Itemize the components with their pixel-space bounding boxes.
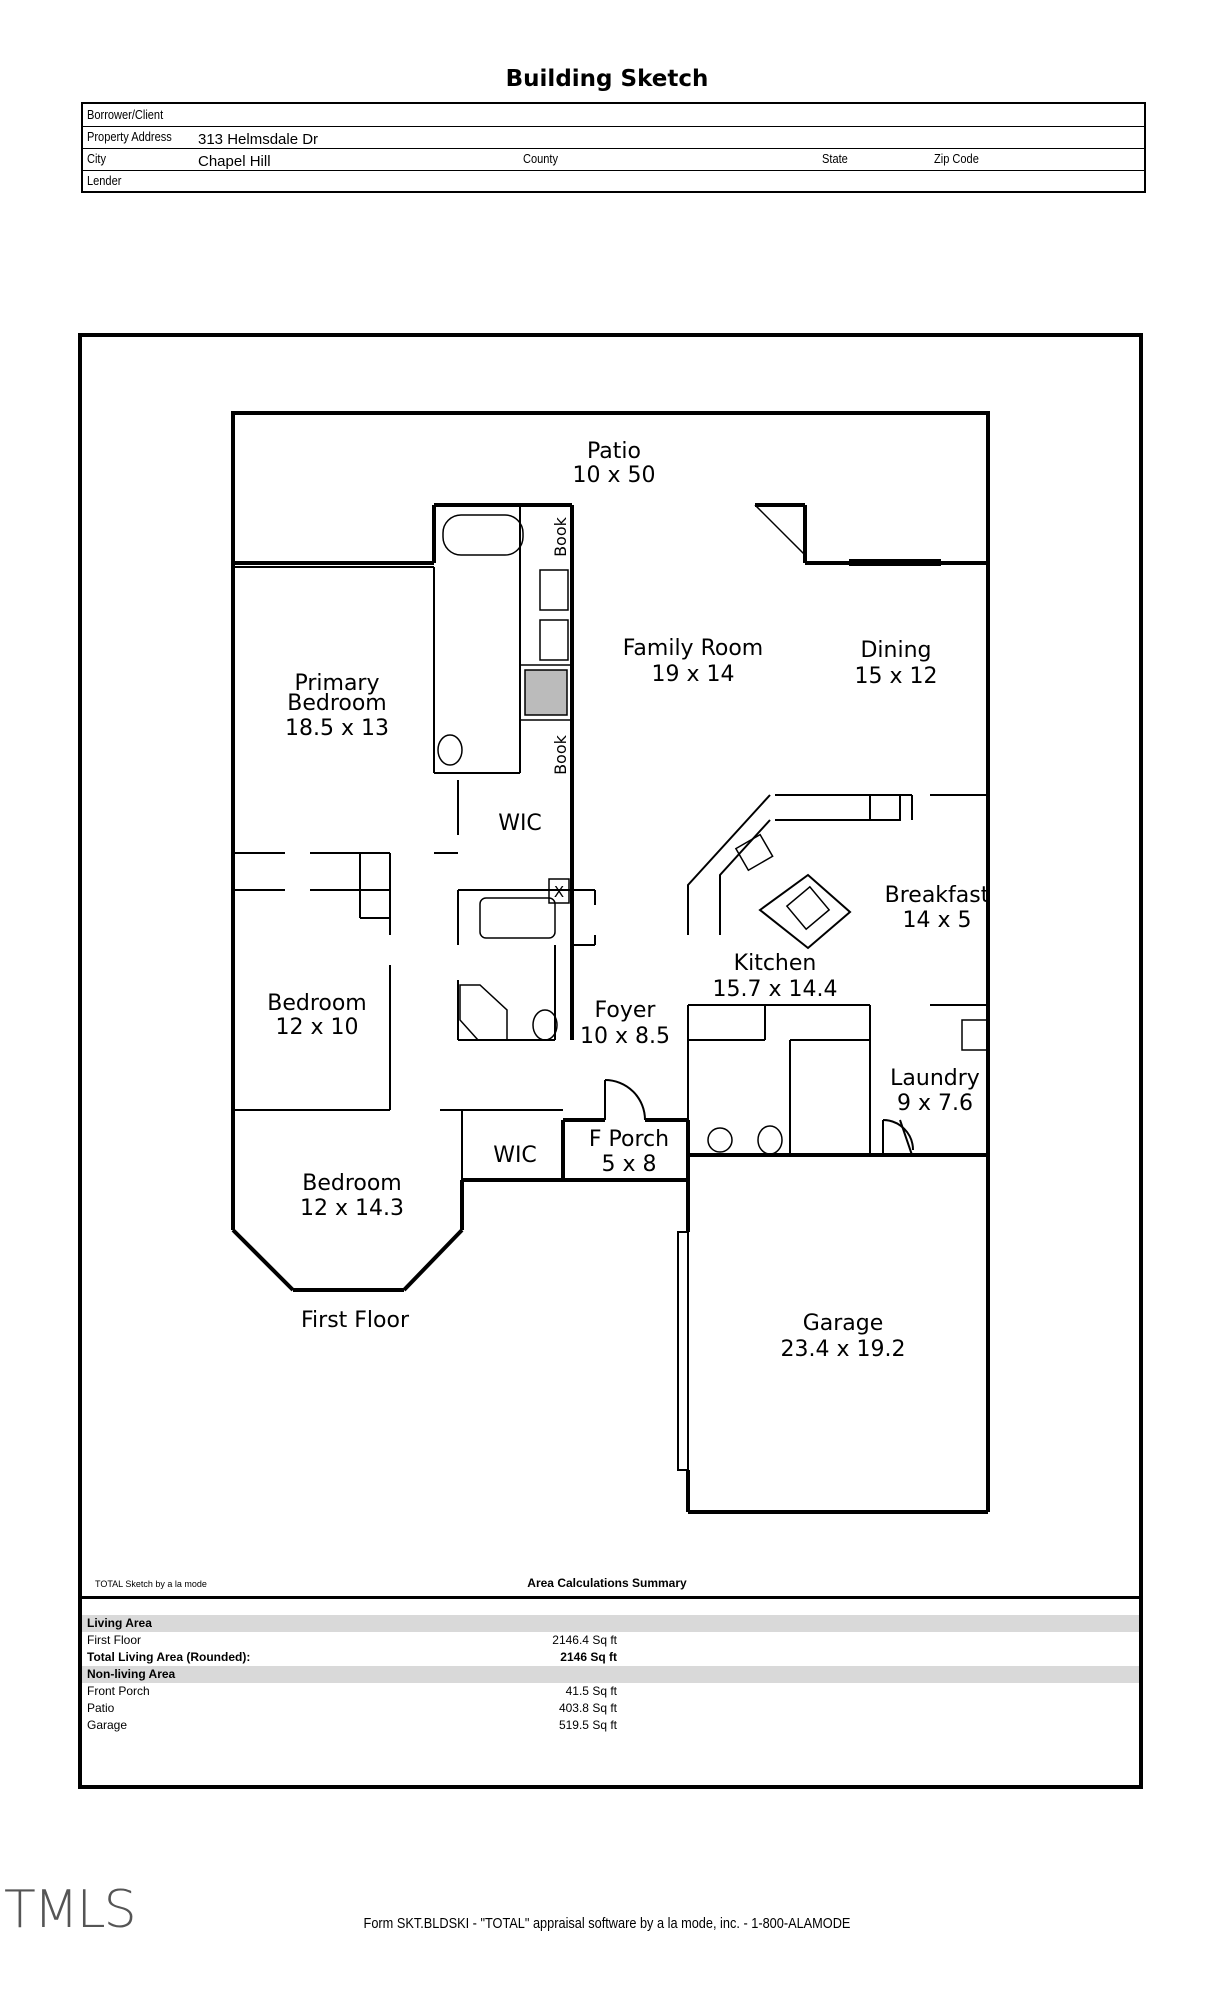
x-label: X (554, 883, 564, 901)
toilet-icon (532, 1009, 558, 1041)
patio-area-label: Patio (87, 1701, 115, 1715)
breakfast-dims: 14 x 5 (903, 908, 972, 933)
garage-row: Garage 519.5 Sq ft (87, 1717, 617, 1734)
sink-icon (459, 984, 508, 1041)
first-floor-label: First Floor (87, 1633, 141, 1647)
laundry-label: Laundry (890, 1066, 980, 1091)
bedroom-label: Bedroom (267, 991, 367, 1016)
bedroom-label: Bedroom (302, 1171, 402, 1196)
foyer-label: Foyer (595, 998, 657, 1023)
address-label: Property Address (87, 129, 172, 144)
primary-bedroom-label-2: Bedroom (287, 691, 387, 716)
patio-label: Patio (587, 439, 641, 464)
sink-icon (707, 1127, 733, 1153)
tub-icon (442, 514, 524, 556)
property-info-table: Borrower/Client Property Address 313 Hel… (81, 102, 1146, 193)
cooktop-icon (785, 885, 831, 931)
garage-dims: 23.4 x 19.2 (781, 1337, 906, 1362)
borrower-row: Borrower/Client (83, 104, 1144, 127)
sink-icon (539, 569, 569, 611)
summary-title: Area Calculations Summary (527, 1576, 687, 1590)
living-area-band (82, 1615, 1139, 1632)
kitchen-sink-icon (734, 833, 774, 872)
patio-row: Patio 403.8 Sq ft (87, 1700, 617, 1717)
floor-label: First Floor (301, 1308, 410, 1333)
garage-label: Garage (803, 1311, 884, 1336)
dining-label: Dining (860, 638, 931, 663)
city-label: City (87, 151, 107, 166)
nonliving-area-label: Non-living Area (87, 1667, 176, 1681)
x-marker (548, 878, 570, 904)
borrower-label: Borrower/Client (87, 107, 164, 122)
laundry-dims: 9 x 7.6 (897, 1091, 973, 1116)
garage-area-label: Garage (87, 1718, 128, 1732)
patio-area-value: 403.8 Sq ft (558, 1701, 617, 1715)
summary-divider (82, 1596, 1139, 1599)
family-room-dims: 19 x 14 (652, 662, 735, 687)
county-label: County (523, 151, 559, 166)
lender-label: Lender (87, 173, 122, 188)
primary-bedroom-label-1: Primary (294, 671, 379, 696)
toilet-icon (757, 1125, 783, 1155)
washer-icon (961, 1019, 989, 1051)
sketch-credit: TOTAL Sketch by a la mode (95, 1579, 207, 1589)
front-porch-row: Front Porch 41.5 Sq ft (87, 1683, 617, 1700)
nonliving-area-header: Non-living Area (87, 1666, 617, 1683)
total-living-value: 2146 Sq ft (560, 1650, 617, 1664)
sketch-frame (78, 333, 1143, 1789)
shower-icon (519, 664, 573, 721)
wic-label: WIC (498, 811, 542, 836)
living-area-label: Living Area (87, 1616, 152, 1630)
family-room-label: Family Room (623, 636, 763, 661)
porch-dims: 5 x 8 (602, 1152, 657, 1177)
primary-bedroom-dims: 18.5 x 13 (285, 716, 389, 741)
total-living-label: Total Living Area (Rounded): (87, 1650, 251, 1664)
first-floor-value: 2146.4 Sq ft (552, 1633, 617, 1647)
kitchen-label: Kitchen (734, 951, 817, 976)
toilet-icon (437, 734, 463, 766)
state-label: State (822, 151, 848, 166)
wic-label: WIC (493, 1143, 537, 1168)
nonliving-area-band (82, 1666, 1139, 1683)
watermark-logo: TMLS (4, 1880, 137, 1940)
breakfast-label: Breakfast (885, 883, 990, 908)
front-porch-value: 41.5 Sq ft (565, 1684, 617, 1698)
zip-label: Zip Code (934, 151, 979, 166)
foyer-dims: 10 x 8.5 (580, 1024, 670, 1049)
bathtub-icon (479, 897, 556, 939)
city-row: City Chapel Hill County State Zip Code (83, 148, 1144, 171)
patio-dims: 10 x 50 (573, 463, 656, 488)
city-value: Chapel Hill (198, 153, 271, 170)
book-label: Book (551, 516, 570, 557)
porch-label: F Porch (589, 1127, 669, 1152)
patio-outline (231, 411, 990, 563)
form-footer: Form SKT.BLDSKI - "TOTAL" appraisal soft… (363, 1915, 851, 1932)
book-label: Book (551, 734, 570, 775)
bedroom-dims: 12 x 14.3 (300, 1196, 404, 1221)
front-porch-label: Front Porch (87, 1684, 150, 1698)
page-title: Building Sketch (505, 66, 709, 92)
address-row: Property Address 313 Helmsdale Dr (83, 126, 1144, 149)
floor-plan: Patio 10 x 50 Family Room 19 x 14 Dining… (231, 411, 990, 1514)
total-living-row: Total Living Area (Rounded): 2146 Sq ft (87, 1649, 617, 1666)
kitchen-dims: 15.7 x 14.4 (713, 977, 838, 1002)
first-floor-row: First Floor 2146.4 Sq ft (87, 1632, 617, 1649)
lender-row: Lender (83, 170, 1144, 192)
address-value: 313 Helmsdale Dr (198, 131, 319, 148)
garage-area-value: 519.5 Sq ft (558, 1718, 617, 1732)
bedroom-dims: 12 x 10 (276, 1015, 359, 1040)
living-area-header: Living Area (87, 1615, 617, 1632)
sink-icon (539, 619, 569, 661)
dining-dims: 15 x 12 (855, 664, 938, 689)
